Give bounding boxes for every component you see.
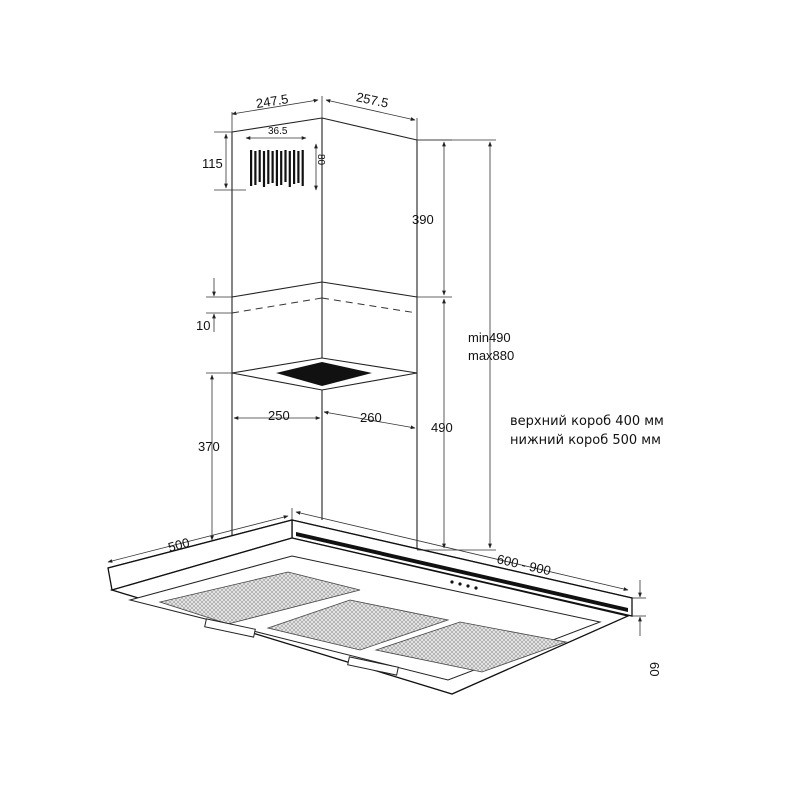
vent-slot [280, 151, 283, 185]
vent-slot [297, 151, 300, 183]
chimney-duct [231, 117, 418, 550]
top-right-width-label: 257.5 [355, 89, 390, 110]
lower-box-note: нижний короб 500 мм [510, 433, 661, 448]
vent-slot [271, 151, 274, 183]
dimension-lines [107, 96, 646, 636]
duct-range-min-label: min490 [468, 330, 511, 345]
lower-right-width-label: 260 [360, 410, 382, 425]
vent-slot [267, 150, 270, 184]
vent-slot [288, 151, 291, 187]
vent-slot [250, 150, 253, 186]
vent-grille [246, 142, 306, 190]
box-notes: верхний короб 400 мм нижний короб 500 мм [510, 414, 664, 448]
vent-offset-label: 115 [202, 156, 223, 171]
vent-slot [293, 150, 296, 184]
lower-left-width-label: 250 [268, 408, 290, 423]
vent-height-label: 80 [315, 154, 326, 166]
upper-duct-height-label: 390 [412, 212, 434, 227]
hood-depth-label: 500 [166, 535, 191, 555]
vent-slot [301, 150, 304, 186]
mounting-bracket [231, 357, 418, 391]
vent-slot [258, 150, 261, 182]
lower-duct-height-label: 490 [431, 420, 453, 435]
overlap-gap-label: 10 [196, 318, 210, 333]
top-left-width-label: 247.5 [255, 91, 289, 111]
vent-slot [275, 150, 278, 186]
hood-height-label: 60 [647, 662, 662, 676]
bracket-height-label: 370 [198, 439, 220, 454]
duct-range-max-label: max880 [468, 348, 514, 363]
vent-width-label: 36.5 [268, 126, 288, 137]
upper-box-note: верхний короб 400 мм [510, 414, 664, 429]
vent-slot [254, 151, 257, 185]
vent-slot [284, 150, 287, 182]
vent-slot [262, 151, 266, 187]
